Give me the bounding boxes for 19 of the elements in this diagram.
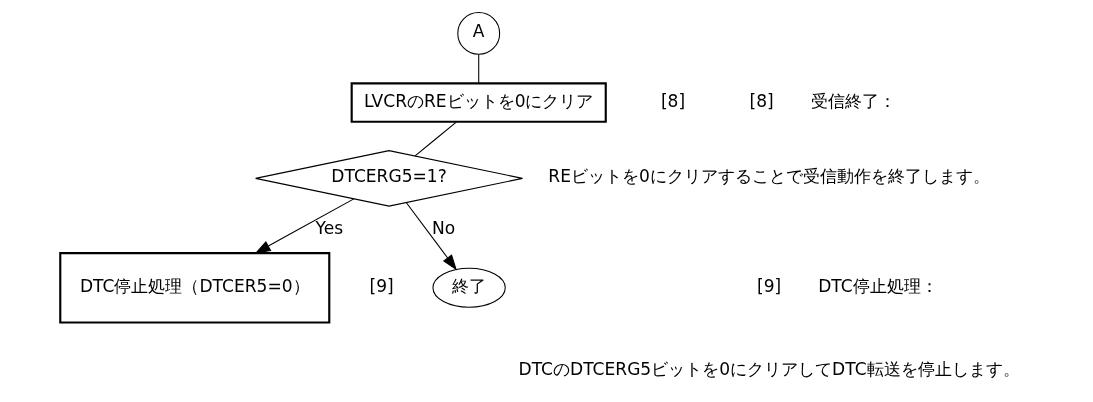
label: [9] <box>756 275 782 296</box>
edge-label: No <box>431 217 456 238</box>
label: DTCのDTCERG5ビットを0にクリアしてDTC転送を停止します。 <box>518 358 1020 379</box>
node-diamond: DTCERG5=1? <box>255 150 523 207</box>
node-label: [8] <box>660 90 686 111</box>
label: [8] <box>749 90 774 111</box>
arrow <box>254 198 355 254</box>
label: REビットを0にクリアすることで受信動作を終了します。 <box>548 166 990 187</box>
node-ellipse: 終了 <box>432 267 506 308</box>
label: 受信終了： <box>810 90 896 111</box>
edge-label: Yes <box>315 217 344 238</box>
node-label: [9] <box>369 275 394 296</box>
node-circle: A <box>457 11 501 55</box>
label: DTC停止処理： <box>818 275 938 296</box>
connector <box>414 121 458 157</box>
node-box: DTC停止処理（DTCER5=0） <box>59 252 331 324</box>
node-box: LVCRのREビットを0にクリア <box>350 82 607 123</box>
connector <box>478 54 480 84</box>
arrow <box>405 202 457 271</box>
